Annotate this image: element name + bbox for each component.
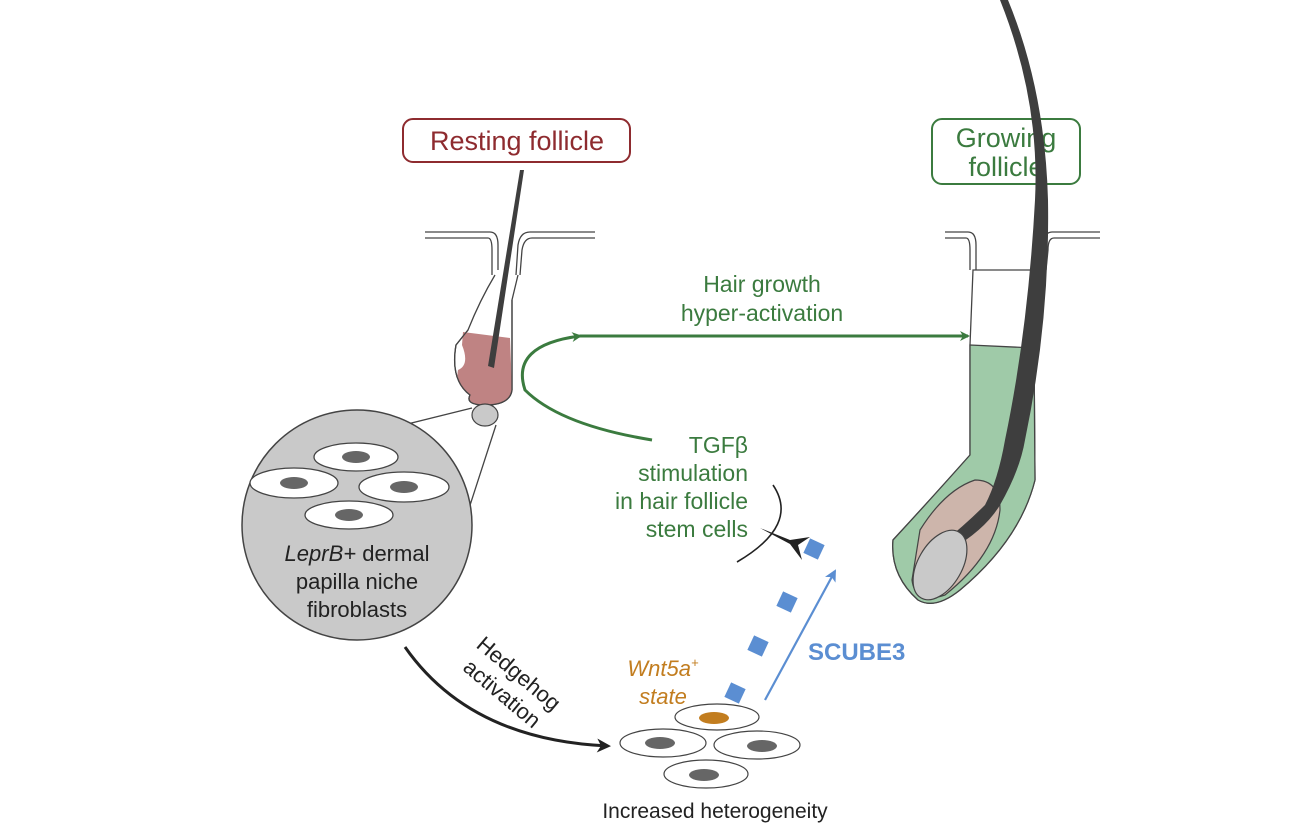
niche-label-line3: fibroblasts xyxy=(307,597,407,622)
wnt5a-label: Wnt5a+ xyxy=(627,655,699,681)
growing-follicle-drawing xyxy=(892,0,1100,604)
scube3-label: SCUBE3 xyxy=(808,639,905,666)
tgfb-curve-arrow xyxy=(520,332,653,442)
growing-follicle-label: Growing follicle xyxy=(931,118,1081,185)
hair-growth-label-line1: Hair growth xyxy=(703,271,821,297)
tgfb-label-line4: stem cells xyxy=(646,516,748,542)
growing-hair-shaft xyxy=(940,0,1049,550)
cell-membrane xyxy=(736,484,782,563)
hair-growth-label-line2: hyper-activation xyxy=(681,300,843,326)
heterogeneous-cells xyxy=(619,703,801,789)
scube3-molecules xyxy=(724,538,825,704)
niche-label-line2: papilla niche xyxy=(296,569,418,594)
resting-follicle-label: Resting follicle xyxy=(402,118,631,163)
scube3-arrow xyxy=(764,569,836,701)
growing-label-line2: follicle xyxy=(968,152,1043,182)
hedgehog-arrow xyxy=(403,646,611,753)
receptor-icon xyxy=(760,528,810,560)
niche-magnification: LeprB+ dermal papilla niche fibroblasts xyxy=(241,409,473,641)
hair-shaft xyxy=(488,170,524,368)
state-label: state xyxy=(639,684,687,709)
dermal-papilla xyxy=(471,403,499,427)
resting-follicle-drawing xyxy=(261,170,595,531)
tgfb-label-line2: stimulation xyxy=(638,460,748,486)
niche-label-line1: LeprB+ dermal xyxy=(285,541,430,566)
tgfb-label-line3: in hair follicle xyxy=(615,488,748,514)
tgfb-label-line1: TGFβ xyxy=(689,432,748,458)
heterogeneity-label: Increased heterogeneity xyxy=(602,800,828,823)
resting-follicle-text: Resting follicle xyxy=(430,126,604,156)
